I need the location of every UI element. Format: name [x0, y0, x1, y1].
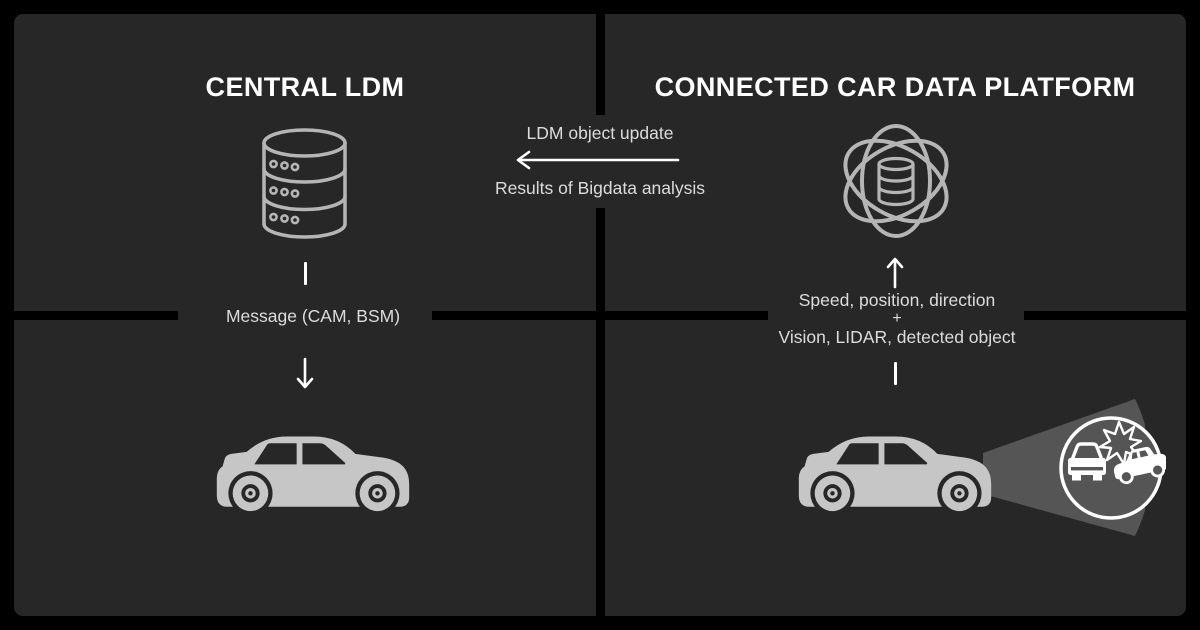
bigdata-platform-icon — [843, 124, 949, 238]
wheel-front — [228, 471, 273, 516]
connector-line-right — [894, 362, 897, 385]
divider-horizontal-right — [1024, 311, 1200, 320]
plus-label: + — [892, 310, 902, 327]
connector-line-left — [304, 262, 307, 285]
divider-horizontal-left — [0, 311, 178, 320]
divider-vertical-bottom — [596, 208, 605, 630]
message-cam-bsm-label: Message (CAM, BSM) — [225, 306, 401, 326]
arrow-left-icon — [516, 150, 680, 170]
database-icon — [262, 128, 347, 239]
central-ldm-title: CENTRAL LDM — [205, 72, 405, 102]
divider-vertical-top — [596, 0, 605, 115]
speed-position-direction-label: Speed, position, direction — [798, 290, 996, 310]
connected-car-platform-title: CONNECTED CAR DATA PLATFORM — [654, 72, 1136, 102]
arrow-down-icon — [296, 357, 314, 389]
car-icon — [798, 436, 992, 516]
bigdata-analysis-label: Results of Bigdata analysis — [494, 178, 706, 198]
divider-horizontal-middle — [432, 311, 768, 320]
collision-alert-icon — [1059, 416, 1166, 520]
car-icon — [216, 436, 410, 516]
ldm-object-update-label: LDM object update — [526, 123, 674, 143]
crash-car-side-icon — [1113, 446, 1166, 485]
wheel-rear — [937, 471, 982, 516]
arrow-up-icon — [886, 257, 904, 289]
crash-car-front-icon — [1068, 442, 1106, 481]
vision-lidar-label: Vision, LIDAR, detected object — [778, 327, 1016, 347]
wheel-rear — [355, 471, 400, 516]
wheel-front — [810, 471, 855, 516]
